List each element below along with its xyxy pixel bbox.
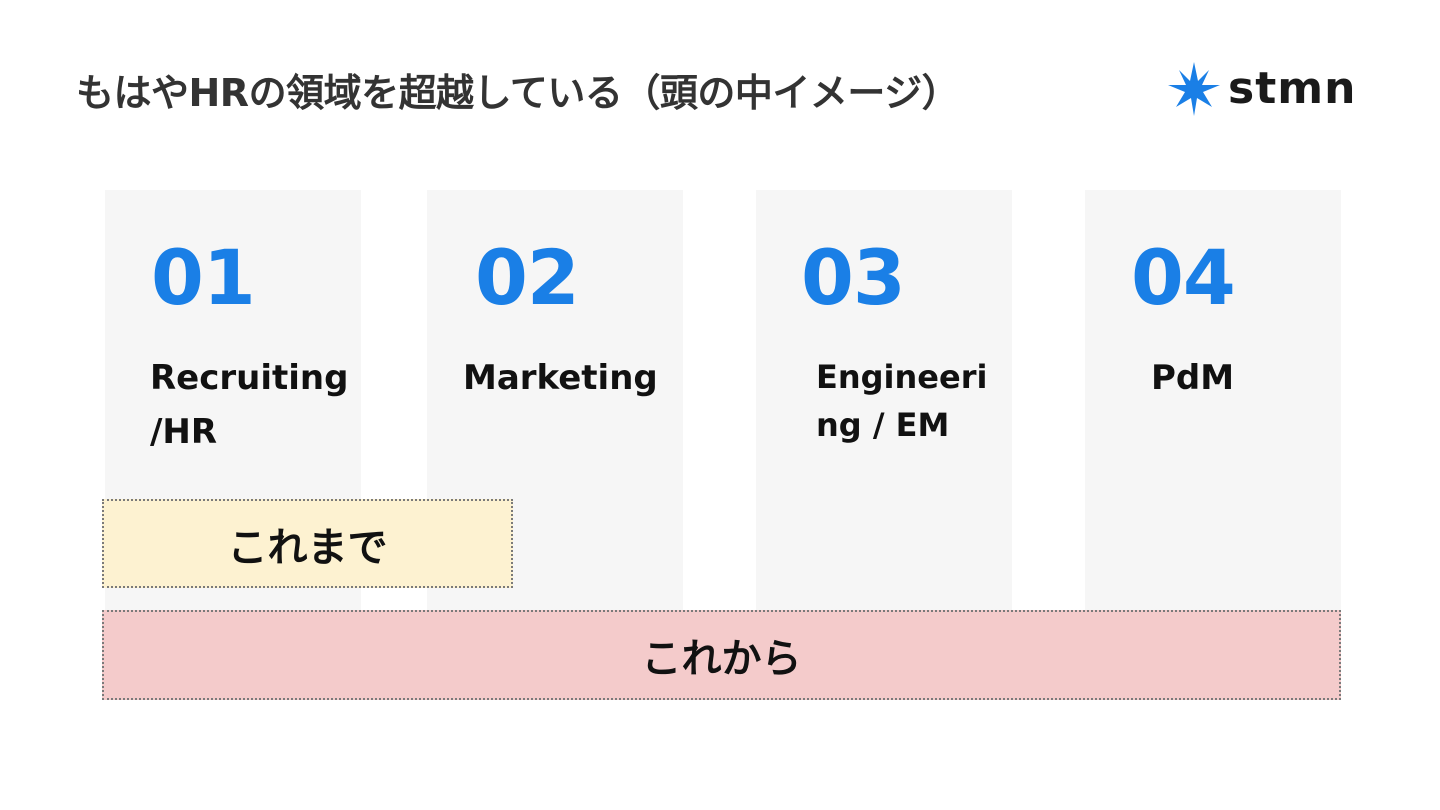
star-burst-icon (1168, 62, 1220, 116)
area-card-engineering: 03 Engineeri ng / EM (756, 190, 1012, 610)
card-label-line-1: Recruiting (150, 358, 349, 398)
past-scope-label: これまで (227, 524, 388, 571)
future-scope-label: これから (641, 636, 802, 682)
logo-wordmark: stmn (1228, 63, 1357, 114)
past-scope-band: これまで (102, 499, 513, 588)
future-scope-band: これから (102, 610, 1341, 700)
card-label-line-1: Engineeri (816, 358, 988, 396)
card-label-line-1: PdM (1151, 358, 1235, 398)
brand-logo: stmn (1166, 60, 1356, 118)
card-number: 03 (801, 233, 906, 322)
card-label-line-1: Marketing (463, 358, 658, 398)
area-card-pdm: 04 PdM (1085, 190, 1341, 610)
card-number: 02 (475, 233, 580, 322)
card-number: 01 (151, 233, 256, 322)
page-title: もはやHRの領域を超越している（頭の中イメージ） (76, 71, 960, 115)
card-number: 04 (1131, 233, 1236, 322)
card-label-line-2: ng / EM (816, 406, 950, 444)
card-label-line-2: /HR (150, 412, 218, 452)
